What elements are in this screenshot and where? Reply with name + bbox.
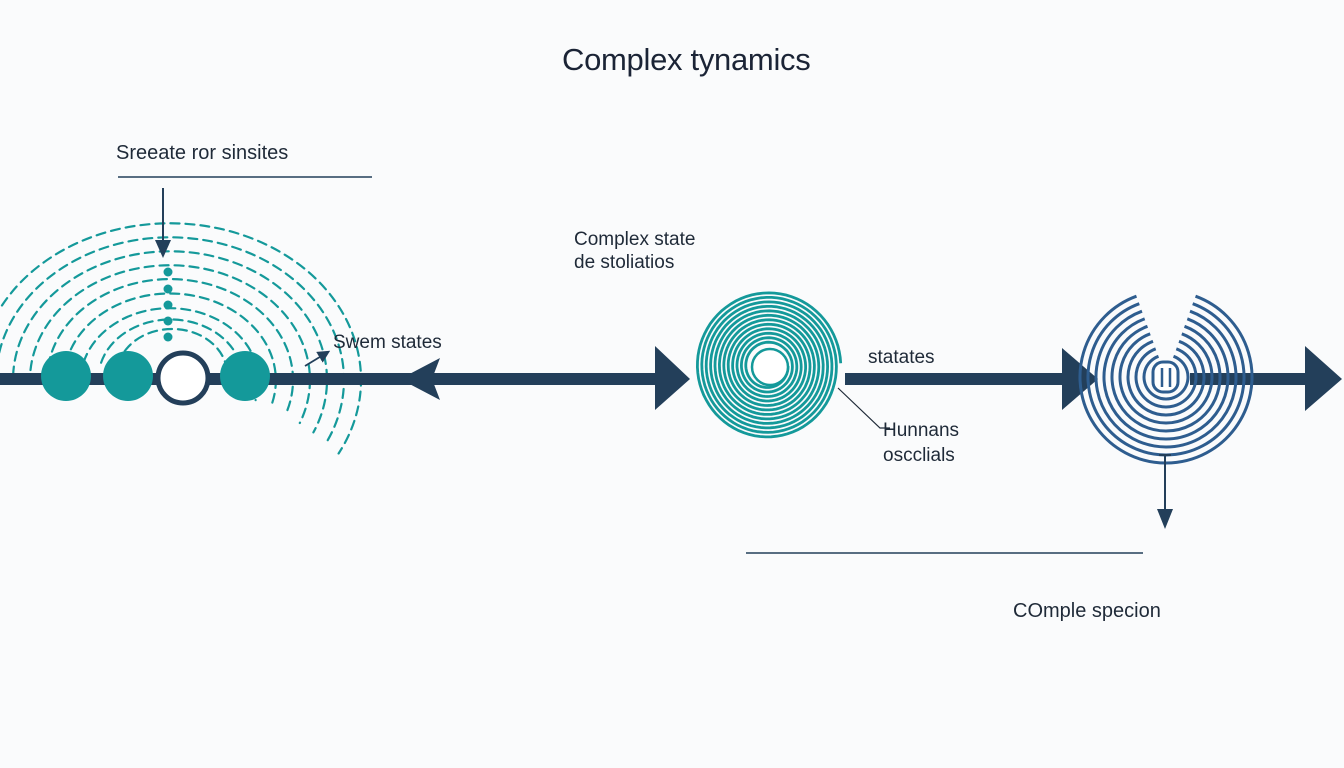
navy-ring (1118, 332, 1214, 425)
teal-spiral (695, 291, 843, 439)
swem-states-label: Swem states (333, 332, 442, 353)
teal-node-2 (103, 351, 153, 401)
statates-label: statates (868, 347, 935, 368)
teal-spiral-core (750, 347, 790, 387)
navy-ring (1126, 339, 1206, 417)
down-arrow-left-head (155, 240, 171, 258)
dashed-wave-arc (47, 278, 295, 416)
navy-ring (1110, 324, 1222, 433)
dashed-wave-field (0, 222, 363, 455)
dashed-wave-arc (100, 318, 244, 396)
bottom-right-label: COmple specion (1013, 600, 1161, 622)
main-axis-left (0, 373, 660, 385)
teal-node-3 (220, 351, 270, 401)
page-title: Complex tynamics (562, 42, 811, 77)
arrowhead-right-3 (1305, 346, 1342, 411)
navy-ring (1134, 347, 1198, 409)
navy-ring (1094, 309, 1238, 449)
dashed-wave-arc (0, 236, 346, 444)
navy-spiral-core (1151, 360, 1180, 394)
swem-pointer-arrow (304, 350, 331, 367)
dashed-wave-arc (64, 292, 277, 408)
teal-dot-column (163, 267, 173, 342)
top-left-label: Sreeate ror sinsites (116, 142, 289, 164)
dashed-wave-arc (0, 222, 363, 455)
complex-state-label-line1: Complex state (574, 229, 696, 250)
hunnans-label-line2: oscclials (883, 445, 955, 466)
hunnans-leader-line (837, 387, 890, 429)
dashed-wave-arc (82, 307, 260, 402)
dashed-wave-arc (12, 250, 329, 434)
main-axis-right (1190, 373, 1310, 385)
hollow-node (155, 350, 211, 406)
arrowhead-right-1 (655, 346, 690, 410)
teal-node-1 (41, 351, 91, 401)
main-axis-middle (845, 373, 1070, 385)
navy-ring (1102, 317, 1230, 441)
complex-state-label-line2: de stoliatios (574, 252, 675, 273)
arrowhead-left-pointing (400, 358, 440, 400)
hunnans-label-line1: Hunnans (883, 420, 960, 441)
down-arrow-right-head (1157, 509, 1173, 529)
navy-ring (1142, 354, 1190, 401)
